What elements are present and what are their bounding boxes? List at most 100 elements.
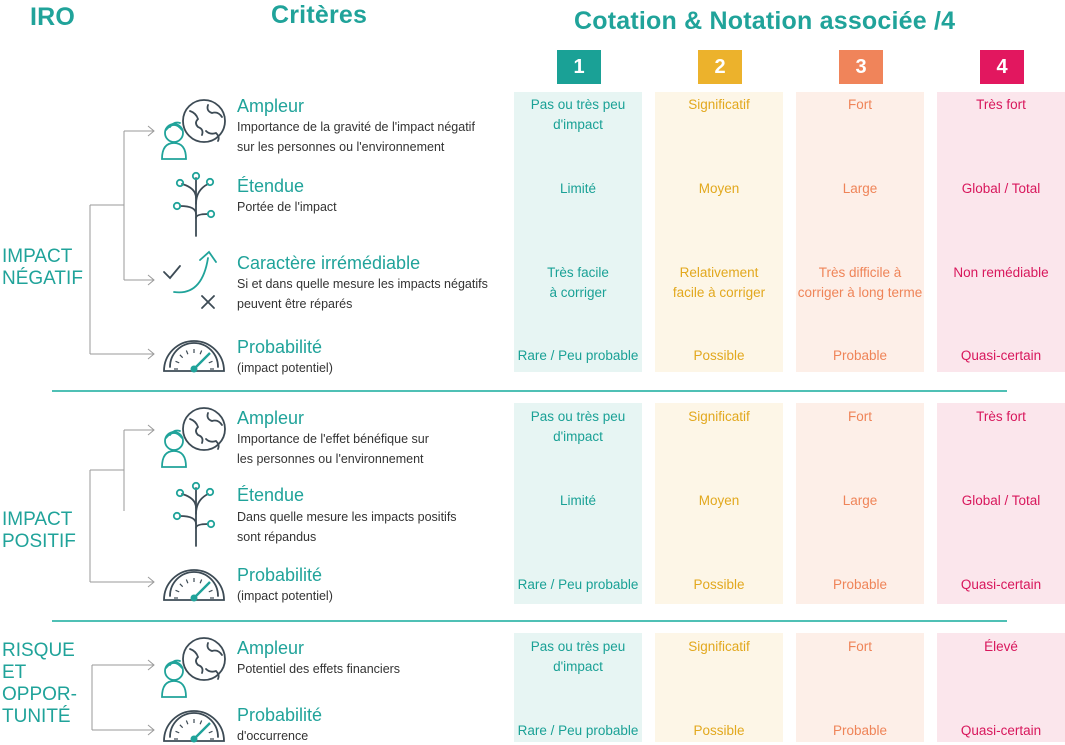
rating-cell-1: Limité	[514, 179, 642, 199]
rating-cell-4: Global / Total	[937, 179, 1065, 199]
gauge-icon	[163, 710, 225, 743]
person-globe-icon	[161, 637, 226, 698]
gauge-icon	[163, 340, 225, 373]
rating-cell-2: Significatif	[655, 637, 783, 657]
rating-cell-line: Rare / Peu probable	[517, 723, 639, 738]
rating-cell-line: Significatif	[688, 97, 750, 112]
rating-cell-line: facile à corriger	[672, 285, 766, 300]
column-bg-3	[796, 633, 924, 742]
column-bg-1	[514, 92, 642, 372]
column-bg-4	[937, 633, 1065, 742]
rating-cell-2: Possible	[655, 575, 783, 595]
rating-cell-line: Fort	[847, 639, 872, 654]
criterion-description-line: peuvent être réparés	[237, 297, 353, 311]
column-bg-2	[655, 403, 783, 604]
rating-cell-1: Rare / Peu probable	[514, 575, 642, 595]
group-separator	[52, 620, 1007, 622]
rating-cell-line: Large	[842, 181, 878, 196]
column-bg-4	[937, 92, 1065, 372]
level-badge-3: 3	[839, 50, 883, 84]
group-separator	[52, 390, 1007, 392]
cotation-header: Cotation & Notation associée /4	[574, 7, 956, 35]
rating-cell-line: Global / Total	[961, 181, 1041, 196]
criterion-title: Ampleur	[237, 408, 305, 428]
rating-cell-3: Probable	[796, 575, 924, 595]
rating-cell-4: Élevé	[937, 637, 1065, 657]
rating-cell-3: Fort	[796, 95, 924, 115]
group-label-line: IMPACT	[2, 509, 73, 530]
rating-cell-line: Probable	[832, 348, 888, 363]
rating-cell-1: Pas ou très peu d'impact	[514, 637, 642, 677]
rating-cell-2: Moyen	[655, 491, 783, 511]
rating-cell-line: Significatif	[688, 639, 750, 654]
rating-cell-4: Quasi-certain	[937, 575, 1065, 595]
rating-cell-4: Très fort	[937, 95, 1065, 115]
criterion-description-line: Potentiel des effets financiers	[237, 662, 401, 676]
column-bg-2	[655, 92, 783, 372]
rating-cell-line: d'impact	[553, 659, 603, 674]
rating-cell-line: Quasi-certain	[960, 577, 1042, 592]
rating-cell-line: Pas ou très peu	[530, 409, 626, 424]
criterion-title: Probabilité	[237, 705, 323, 725]
criterion-description-line: (impact potentiel)	[237, 589, 333, 603]
rating-cell-2: Possible	[655, 721, 783, 741]
criterion-description-line: sur les personnes ou l'environnement	[237, 140, 445, 154]
rating-cell-2: Possible	[655, 346, 783, 366]
rating-cell-line: Global / Total	[961, 493, 1041, 508]
criterion-title: Probabilité	[237, 565, 323, 585]
rating-cell-line: Pas ou très peu	[530, 639, 626, 654]
criterion-description-line: sont répandus	[237, 530, 317, 544]
branches-icon	[172, 481, 216, 547]
rating-cell-line: Possible	[693, 577, 745, 592]
rating-cell-line: Moyen	[698, 493, 740, 508]
rating-cell-3: Large	[796, 179, 924, 199]
group-label-line: IMPACT	[2, 246, 73, 267]
rating-cell-3: Fort	[796, 407, 924, 427]
group-label-line: POSITIF	[2, 531, 76, 552]
rating-cell-line: Non remédiable	[953, 265, 1049, 280]
criteres-header: Critères	[271, 1, 368, 29]
rating-cell-line: Quasi-certain	[960, 348, 1042, 363]
rating-cell-4: Quasi-certain	[937, 346, 1065, 366]
group-label-line: ET	[2, 662, 27, 683]
criterion-description: (impact potentiel)	[237, 586, 507, 606]
rating-cell-line: Large	[842, 493, 878, 508]
criterion-description: Potentiel des effets financiers	[237, 659, 507, 679]
level-badge-2: 2	[698, 50, 742, 84]
level-badge-4: 4	[980, 50, 1024, 84]
rating-cell-line: Quasi-certain	[960, 723, 1042, 738]
column-bg-1	[514, 633, 642, 742]
criterion-title: Étendue	[237, 485, 305, 505]
rating-cell-line: Fort	[847, 409, 872, 424]
rating-cell-4: Non remédiable	[937, 263, 1065, 283]
group-label-line: RISQUE	[2, 640, 75, 661]
criterion-description-line: Importance de la gravité de l'impact nég…	[237, 120, 475, 134]
branches-icon	[172, 171, 216, 237]
rating-cell-line: d'impact	[553, 117, 603, 132]
rating-cell-line: Très fort	[976, 97, 1026, 112]
person-globe-icon	[161, 99, 226, 160]
rating-cell-4: Quasi-certain	[937, 721, 1065, 741]
rating-cell-2: Significatif	[655, 95, 783, 115]
criterion-title: Caractère irrémédiable	[237, 253, 421, 273]
rating-cell-line: Moyen	[698, 181, 740, 196]
rating-cell-line: Très difficile à	[818, 265, 902, 280]
criterion-description-line: Importance de l'effet bénéfique sur	[237, 432, 429, 446]
rating-cell-1: Rare / Peu probable	[514, 721, 642, 741]
rating-cell-line: Rare / Peu probable	[517, 348, 639, 363]
rating-cell-line: Significatif	[688, 409, 750, 424]
iro-header: IRO	[30, 3, 76, 31]
criterion-description: Importance de la gravité de l'impact nég…	[237, 117, 507, 157]
gauge-icon	[163, 569, 225, 602]
rating-cell-3: Fort	[796, 637, 924, 657]
level-badge-1: 1	[557, 50, 601, 84]
group-label-line: OPPOR-	[2, 684, 77, 705]
group-label-line: NÉGATIF	[2, 268, 83, 289]
criterion-description-line: Portée de l'impact	[237, 200, 337, 214]
